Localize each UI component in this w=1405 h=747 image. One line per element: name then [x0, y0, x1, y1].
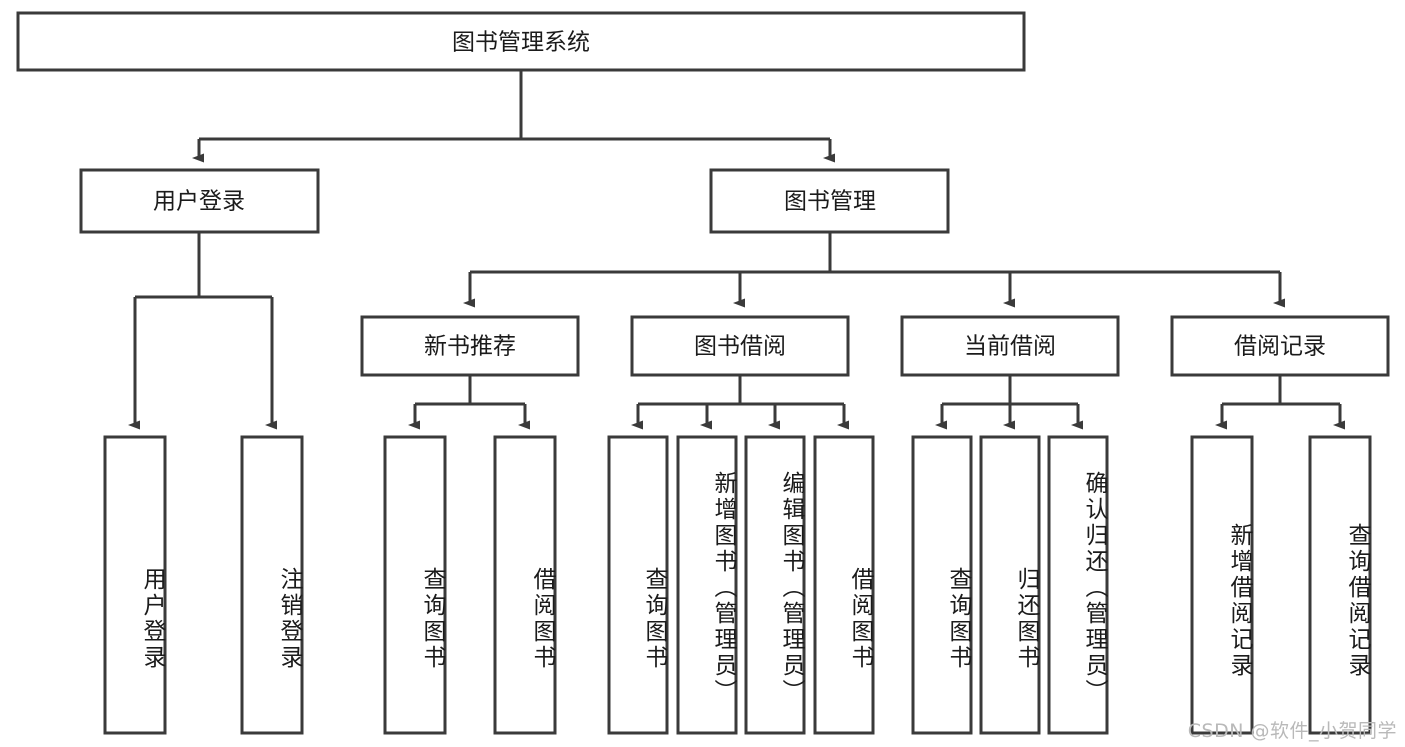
node-current-borrow[interactable]: 当前借阅 — [900, 315, 1120, 377]
leaf-boxes-new-book-recommend — [383, 435, 557, 735]
node-root-system[interactable]: 图书管理系统 — [16, 11, 1026, 72]
leaf-query-borrow-record-box[interactable] — [1308, 435, 1372, 735]
leaf-boxes-book-borrow — [607, 435, 875, 735]
leaf-user-login-box[interactable] — [103, 435, 167, 735]
connector-group-book-borrow — [631, 375, 849, 430]
leaf-add-book-admin-box[interactable] — [676, 435, 738, 735]
csdn-watermark: CSDN @软件_小贺同学 — [1187, 720, 1397, 742]
node-book-borrow[interactable]: 图书借阅 — [630, 315, 850, 377]
node-root-system-label: 图书管理系统 — [452, 30, 590, 56]
node-user-login-label: 用户登录 — [153, 189, 245, 215]
node-new-book-recommend[interactable]: 新书推荐 — [360, 315, 580, 377]
node-new-book-recommend-label: 新书推荐 — [424, 334, 516, 360]
connector-group-borrow-record — [1215, 375, 1345, 430]
node-borrow-record-box[interactable] — [1170, 315, 1390, 377]
connector-group-current-borrow — [935, 375, 1083, 430]
leaf-borrow-book-1-box[interactable] — [493, 435, 557, 735]
leaf-confirm-return-admin-box[interactable] — [1047, 435, 1109, 735]
connector-group-book-management — [463, 232, 1285, 308]
connector-group-user-login — [128, 232, 277, 430]
node-borrow-record[interactable]: 借阅记录 — [1170, 315, 1390, 377]
node-book-borrow-label: 图书借阅 — [694, 334, 786, 360]
leaf-edit-book-admin-box[interactable] — [744, 435, 806, 735]
node-user-login-box[interactable] — [79, 168, 320, 234]
leaf-boxes-user-login — [103, 435, 304, 735]
connector-group-root — [192, 70, 835, 163]
leaf-logout-login-box[interactable] — [240, 435, 304, 735]
node-book-management-label: 图书管理 — [784, 189, 876, 215]
node-root-system-box[interactable] — [16, 11, 1026, 72]
leaf-query-book-3-box[interactable] — [911, 435, 973, 735]
leaf-return-book-box[interactable] — [979, 435, 1041, 735]
leaf-query-book-1-box[interactable] — [383, 435, 447, 735]
connector-group-new-book — [408, 375, 530, 430]
node-book-management[interactable]: 图书管理 — [709, 168, 950, 234]
leaf-add-borrow-record-box[interactable] — [1190, 435, 1254, 735]
node-book-management-box[interactable] — [709, 168, 950, 234]
node-user-login[interactable]: 用户登录 — [79, 168, 320, 234]
leaf-boxes-borrow-record — [1190, 435, 1372, 735]
node-new-book-recommend-box[interactable] — [360, 315, 580, 377]
node-borrow-record-label: 借阅记录 — [1234, 334, 1326, 360]
node-book-borrow-box[interactable] — [630, 315, 850, 377]
leaf-boxes-current-borrow — [911, 435, 1109, 735]
leaf-query-book-2-box[interactable] — [607, 435, 669, 735]
node-current-borrow-label: 当前借阅 — [964, 334, 1056, 360]
leaf-borrow-book-2-box[interactable] — [813, 435, 875, 735]
node-current-borrow-box[interactable] — [900, 315, 1120, 377]
